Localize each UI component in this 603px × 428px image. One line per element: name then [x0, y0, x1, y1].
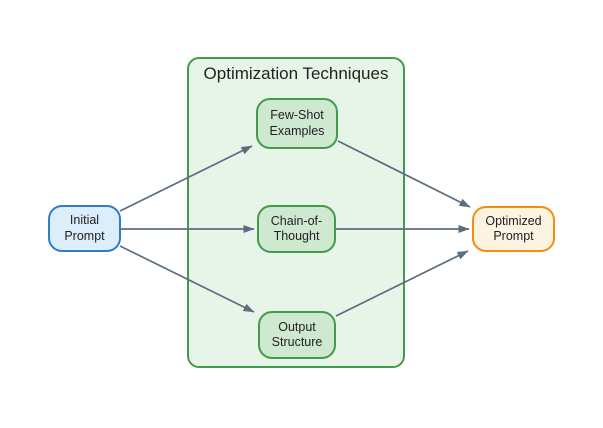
node-few-shot-examples-label-line1: Few-Shot [270, 108, 324, 122]
node-chain-of-thought-label-line1: Chain-of- [270, 213, 323, 228]
node-optimized-prompt-label-line2: Prompt [493, 229, 534, 243]
node-output-structure-label-line2: Structure [271, 335, 323, 349]
node-optimized-prompt-label-line1: Optimized [485, 213, 542, 228]
node-output-structure-label-line1: Output [278, 319, 316, 334]
node-few-shot-examples-label-line2: Examples [269, 123, 325, 138]
node-few-shot-examples: Few-Shot Examples [256, 98, 338, 149]
node-initial-prompt-label-line2: Prompt [64, 228, 105, 243]
group-title: Optimization Techniques [203, 64, 389, 83]
node-optimized-prompt: Optimized Prompt [472, 206, 555, 252]
node-output-structure: Output Structure [258, 311, 336, 359]
node-initial-prompt: Initial Prompt [48, 205, 121, 252]
node-chain-of-thought: Chain-of- Thought [257, 205, 336, 253]
node-initial-prompt-label-line1: Initial [69, 213, 100, 227]
node-chain-of-thought-label-line2: Thought [273, 229, 320, 243]
